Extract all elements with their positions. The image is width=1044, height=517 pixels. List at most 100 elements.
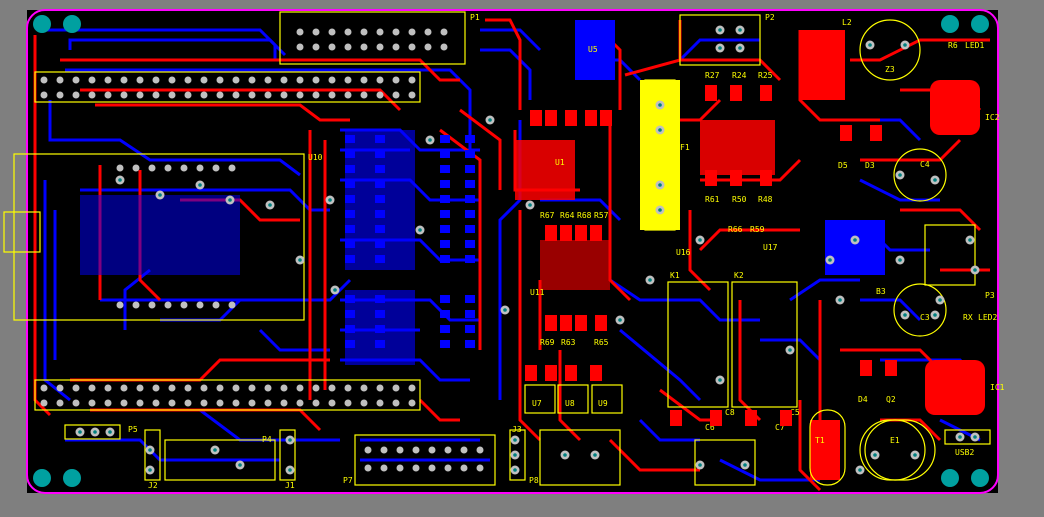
smd-pad <box>440 295 450 303</box>
header-pin <box>196 164 204 172</box>
smd-pad <box>375 135 385 143</box>
label-U7: U7 <box>532 399 542 408</box>
header-pin <box>460 446 468 454</box>
label-U10: U10 <box>308 153 323 162</box>
header-pin <box>152 91 160 99</box>
header-pin <box>264 384 272 392</box>
header-pin <box>328 399 336 407</box>
label-C7: C7 <box>775 423 785 432</box>
smd-pad <box>345 210 355 218</box>
smd-pad <box>440 240 450 248</box>
label-P1: P1 <box>470 13 480 22</box>
header-pin <box>412 464 420 472</box>
header-pin <box>312 399 320 407</box>
label-RX: RX <box>963 313 973 322</box>
header-pin <box>88 384 96 392</box>
via-hole <box>118 178 122 182</box>
header-pin <box>428 464 436 472</box>
smd-pad <box>565 110 577 126</box>
header-pin <box>444 464 452 472</box>
header-pin <box>88 399 96 407</box>
smd-pad <box>345 340 355 348</box>
via-hole <box>488 118 492 122</box>
smd-pad <box>345 225 355 233</box>
smd-pad <box>440 180 450 188</box>
via-hole <box>593 453 597 457</box>
header-pin <box>248 91 256 99</box>
header-pin <box>116 164 124 172</box>
smd-pad <box>465 225 475 233</box>
via-hole <box>898 258 902 262</box>
header-pin <box>296 399 304 407</box>
label-C5: C5 <box>790 408 800 417</box>
header-pin <box>476 446 484 454</box>
header-pin <box>396 446 404 454</box>
smd-pad <box>345 150 355 158</box>
smd-pad <box>375 210 385 218</box>
header-pin <box>360 43 368 51</box>
header-pin <box>396 464 404 472</box>
header-pin <box>196 301 204 309</box>
smd-pad <box>760 170 772 186</box>
via-hole <box>78 430 82 434</box>
smd-pad <box>710 410 722 426</box>
via-hole <box>933 313 937 317</box>
header-pin <box>248 384 256 392</box>
label-R50: R50 <box>732 195 747 204</box>
via-hole <box>563 453 567 457</box>
via-hole <box>853 238 857 242</box>
header-pin <box>460 464 468 472</box>
header-pin <box>72 76 80 84</box>
smd-pad <box>705 170 717 186</box>
header-pin <box>344 91 352 99</box>
label-Q2: Q2 <box>886 395 896 404</box>
label-L2: L2 <box>842 18 852 27</box>
via-hole <box>968 238 972 242</box>
header-pin <box>360 76 368 84</box>
header-pin <box>360 91 368 99</box>
smd-pad <box>345 135 355 143</box>
via-hole <box>958 435 962 439</box>
via-hole <box>418 228 422 232</box>
label-P7: P7 <box>343 476 353 485</box>
smd-pad <box>440 255 450 263</box>
header-pin <box>408 76 416 84</box>
header-pin <box>104 76 112 84</box>
via-hole <box>658 183 662 187</box>
label-C6: C6 <box>705 423 715 432</box>
smd-pad <box>345 255 355 263</box>
label-P8: P8 <box>529 476 539 485</box>
smd-pad <box>440 165 450 173</box>
header-pin <box>408 91 416 99</box>
header-pin <box>344 399 352 407</box>
header-pin <box>440 28 448 36</box>
smd-pad <box>465 210 475 218</box>
via-hole <box>788 348 792 352</box>
label-J1: J1 <box>285 481 295 490</box>
smd-pad <box>745 410 757 426</box>
header-pin <box>72 399 80 407</box>
smd-pad <box>345 165 355 173</box>
via-hole <box>268 203 272 207</box>
smd-pad <box>560 225 572 241</box>
smd-pad <box>465 325 475 333</box>
label-C4: C4 <box>920 160 930 169</box>
label-F1: F1 <box>680 143 690 152</box>
header-pin <box>200 399 208 407</box>
header-pin <box>88 76 96 84</box>
via-hole <box>738 28 742 32</box>
smd-pad <box>730 170 742 186</box>
header-pin <box>200 91 208 99</box>
smd-pad <box>590 225 602 241</box>
header-pin <box>364 464 372 472</box>
mounting-holes <box>33 15 989 487</box>
header-pin <box>228 301 236 309</box>
smd-pad <box>885 360 897 376</box>
smd-pad <box>465 165 475 173</box>
label-R64: R64 <box>560 211 575 220</box>
header-pin <box>280 76 288 84</box>
smd-pad <box>345 240 355 248</box>
via-hole <box>618 318 622 322</box>
